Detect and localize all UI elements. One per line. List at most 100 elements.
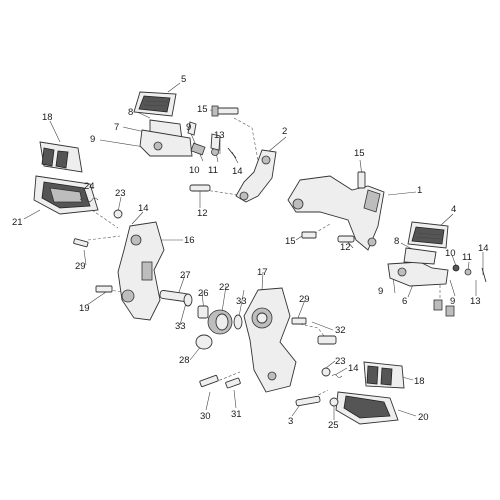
part-6-footpeg-body-right: [387, 247, 449, 287]
part-16-bracket-left: [117, 221, 165, 321]
part-15-bolts-right: [301, 171, 366, 239]
callout-13-upper: 13: [214, 130, 225, 141]
callout-17: 17: [257, 267, 268, 278]
part-17-bracket-lower: [243, 287, 297, 393]
part-21-footpeg-metal: [33, 175, 99, 215]
callout-29-left: 29: [75, 261, 86, 272]
part-12-pin-upper: [189, 184, 211, 192]
callout-1: 1: [417, 185, 422, 196]
part-7-footpeg-body: [139, 119, 193, 157]
leader-23a: [117, 196, 122, 213]
part-5-footpeg-rubber: [133, 91, 177, 117]
callout-18-lower: 18: [414, 376, 425, 387]
leader-29a: [83, 249, 87, 266]
part-22-bushing: [207, 309, 233, 335]
callout-10-right: 10: [445, 248, 456, 259]
callout-11-upper: 11: [208, 165, 218, 176]
callout-19: 19: [79, 303, 90, 314]
callout-21: 21: [12, 217, 23, 228]
leader-14d: [334, 367, 348, 376]
callout-29-right: 29: [299, 294, 310, 305]
leader-31: [233, 389, 237, 409]
callout-32: 32: [335, 325, 346, 336]
leader-1: [387, 191, 417, 196]
leader-18b: [401, 376, 414, 381]
callout-2: 2: [282, 126, 287, 137]
part-hardware-upper: [187, 121, 237, 159]
leader-17: [261, 271, 264, 291]
callout-7: 7: [114, 122, 119, 133]
leader-22: [221, 285, 227, 313]
callout-5: 5: [181, 74, 186, 85]
callout-8-upper: 8: [128, 107, 133, 118]
callout-23-left: 23: [115, 188, 126, 199]
leader-12b: [347, 241, 354, 249]
part-33-washer-right: [233, 314, 243, 330]
dash-21-16: [91, 209, 119, 229]
callout-11-right: 11: [462, 252, 472, 263]
leader-32: [311, 321, 334, 331]
callout-9-right-a: 9: [378, 286, 383, 297]
callout-16: 16: [184, 235, 195, 246]
leader-14c: [131, 211, 144, 225]
callout-12-right: 12: [340, 242, 351, 253]
part-19-bolt: [95, 285, 113, 293]
dash-15c-1: [309, 223, 331, 237]
callout-14-left: 14: [138, 203, 149, 214]
callout-13-right: 13: [470, 296, 481, 307]
callout-6: 6: [402, 296, 407, 307]
callout-31: 31: [231, 409, 242, 420]
callout-15-right: 15: [354, 148, 365, 159]
dash-29-16: [87, 235, 121, 241]
part-26-spacer: [197, 305, 209, 319]
leader-29b: [297, 299, 306, 319]
part-hardware-right: [433, 264, 487, 317]
leader-23b: [325, 360, 336, 369]
part-4-footpeg-rubber-right: [407, 221, 449, 249]
part-18-offroad-peg-upper: [39, 141, 83, 173]
leader-19: [86, 291, 107, 306]
leader-8b: [400, 242, 413, 250]
part-31-bolt: [225, 377, 241, 389]
part-23-washer-right: [321, 367, 331, 377]
part-14-spring-lower: [331, 374, 343, 378]
leader-21: [23, 209, 41, 220]
callout-33-left: 33: [175, 321, 186, 332]
dash-12-2: [204, 189, 246, 197]
part-15-bolt-upper: [211, 105, 239, 117]
callout-15-mid: 15: [285, 236, 296, 247]
leader-5: [167, 82, 181, 93]
dash-15-2: [233, 117, 259, 161]
part-25-washer: [329, 397, 339, 407]
callout-14-right: 14: [478, 243, 489, 254]
callout-8-right: 8: [394, 236, 399, 247]
part-28-spacer: [195, 334, 213, 350]
callout-27: 27: [180, 270, 191, 281]
leader-7: [122, 126, 146, 133]
part-18-offroad-peg-lower: [363, 361, 405, 389]
callout-26: 26: [198, 288, 209, 299]
callout-9-right-b: 9: [450, 296, 455, 307]
part-24-spring: [79, 197, 99, 203]
callout-24: 24: [84, 181, 95, 192]
part-12-pin-right: [337, 235, 355, 243]
leader-10b: [451, 254, 457, 267]
callout-14-lower: 14: [348, 363, 359, 374]
leader-27: [177, 274, 186, 296]
leader-8a: [136, 111, 151, 119]
callout-33-right: 33: [236, 296, 247, 307]
leader-2: [267, 136, 287, 153]
callout-20: 20: [418, 412, 429, 423]
callout-9-upper: 9: [186, 122, 191, 133]
leader-18a: [49, 120, 61, 143]
part-1-rearset-bracket: [287, 175, 385, 251]
part-32-spacer: [317, 335, 337, 345]
part-2-bracket: [235, 149, 277, 203]
callout-28: 28: [179, 355, 190, 366]
callout-14-upper: 14: [232, 166, 243, 177]
leader-9d: [449, 279, 456, 297]
callout-9-left: 9: [90, 134, 95, 145]
leader-20: [397, 409, 417, 417]
